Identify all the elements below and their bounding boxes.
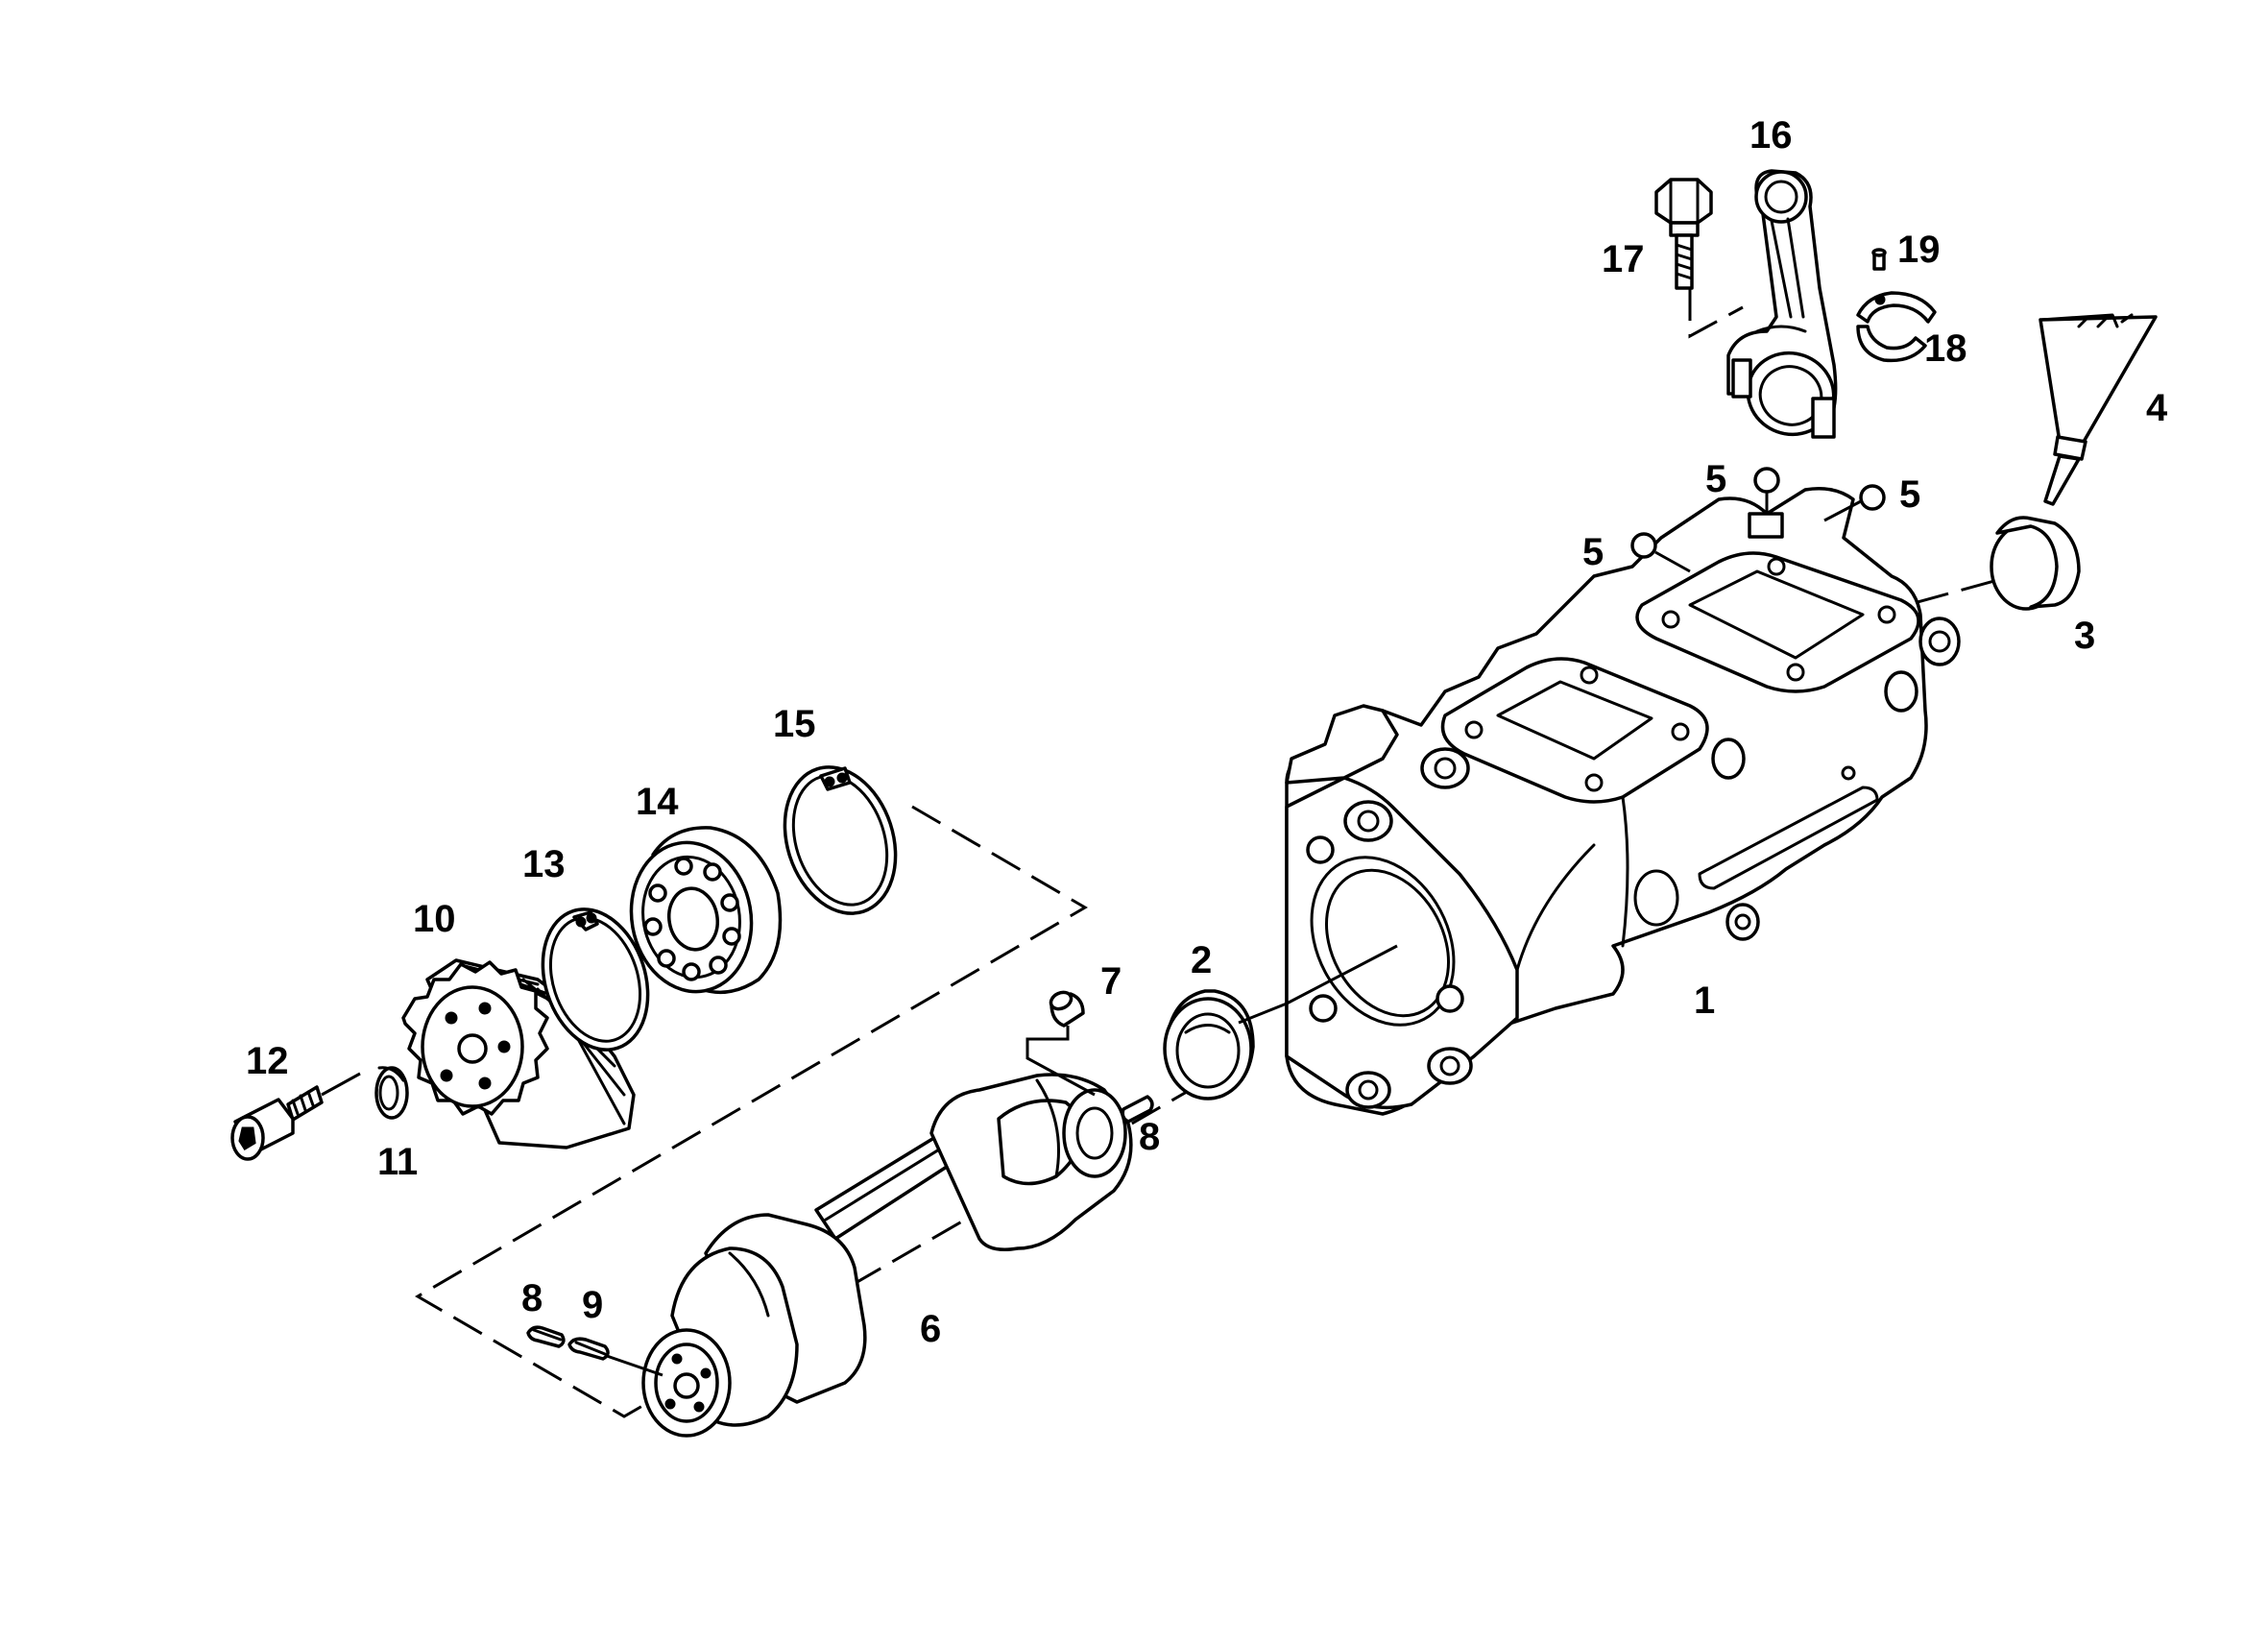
- ball-part-5-set: [1630, 467, 1886, 573]
- callout-14: 14: [636, 781, 679, 823]
- callout-5-right: 5: [1899, 473, 1920, 516]
- crankcase-housing-part-1: [1285, 487, 1961, 1116]
- pin-part-19: [1871, 248, 1887, 271]
- cap-part-3: [1990, 516, 2081, 611]
- bolt-part-17: [1654, 178, 1713, 290]
- callout-2: 2: [1191, 939, 1212, 981]
- callout-5-top: 5: [1705, 458, 1726, 500]
- callout-8-left: 8: [521, 1277, 543, 1319]
- gear-part-10: [401, 958, 636, 1149]
- retaining-ring-part-15: [783, 765, 898, 915]
- crankshaft-part-6: [641, 1073, 1133, 1438]
- ball-bearing-part-14: [629, 826, 783, 995]
- dowel-pin-part-7: [1025, 990, 1096, 1097]
- callout-9: 9: [582, 1284, 603, 1326]
- callout-12: 12: [246, 1040, 289, 1082]
- washer-part-11: [374, 1066, 409, 1120]
- sealant-tube-part-4: [2039, 313, 2158, 506]
- callout-13: 13: [522, 843, 566, 885]
- callout-4: 4: [2146, 387, 2168, 429]
- callout-16: 16: [1749, 114, 1793, 157]
- callout-19: 19: [1897, 229, 1941, 271]
- callout-15: 15: [773, 703, 816, 745]
- callout-17: 17: [1602, 238, 1645, 280]
- callout-10: 10: [413, 898, 456, 940]
- callout-3: 3: [2074, 615, 2095, 657]
- callout-18: 18: [1924, 327, 1967, 370]
- key-part-8-right: [1121, 1095, 1154, 1124]
- callout-11: 11: [377, 1141, 418, 1183]
- key-part-8-left: [526, 1325, 566, 1348]
- callout-labels: 1 2 3 4 5 5 5 6 7 8 8 9 10 11 12 13 14 1…: [246, 114, 2168, 1350]
- connecting-rod-part-16: [1726, 169, 1838, 439]
- callout-1: 1: [1694, 980, 1715, 1022]
- seal-ring-part-2: [1163, 989, 1255, 1101]
- circlip-part-13: [541, 907, 650, 1052]
- callout-8-right: 8: [1139, 1116, 1160, 1158]
- callout-7: 7: [1100, 960, 1122, 1003]
- cap-screw-part-12: [230, 1072, 361, 1161]
- callout-6: 6: [920, 1308, 941, 1350]
- leader-lines: [1238, 944, 1398, 1025]
- key-part-9: [567, 1337, 664, 1377]
- bearing-shell-part-18: [1856, 291, 1937, 363]
- callout-5-left: 5: [1582, 531, 1604, 573]
